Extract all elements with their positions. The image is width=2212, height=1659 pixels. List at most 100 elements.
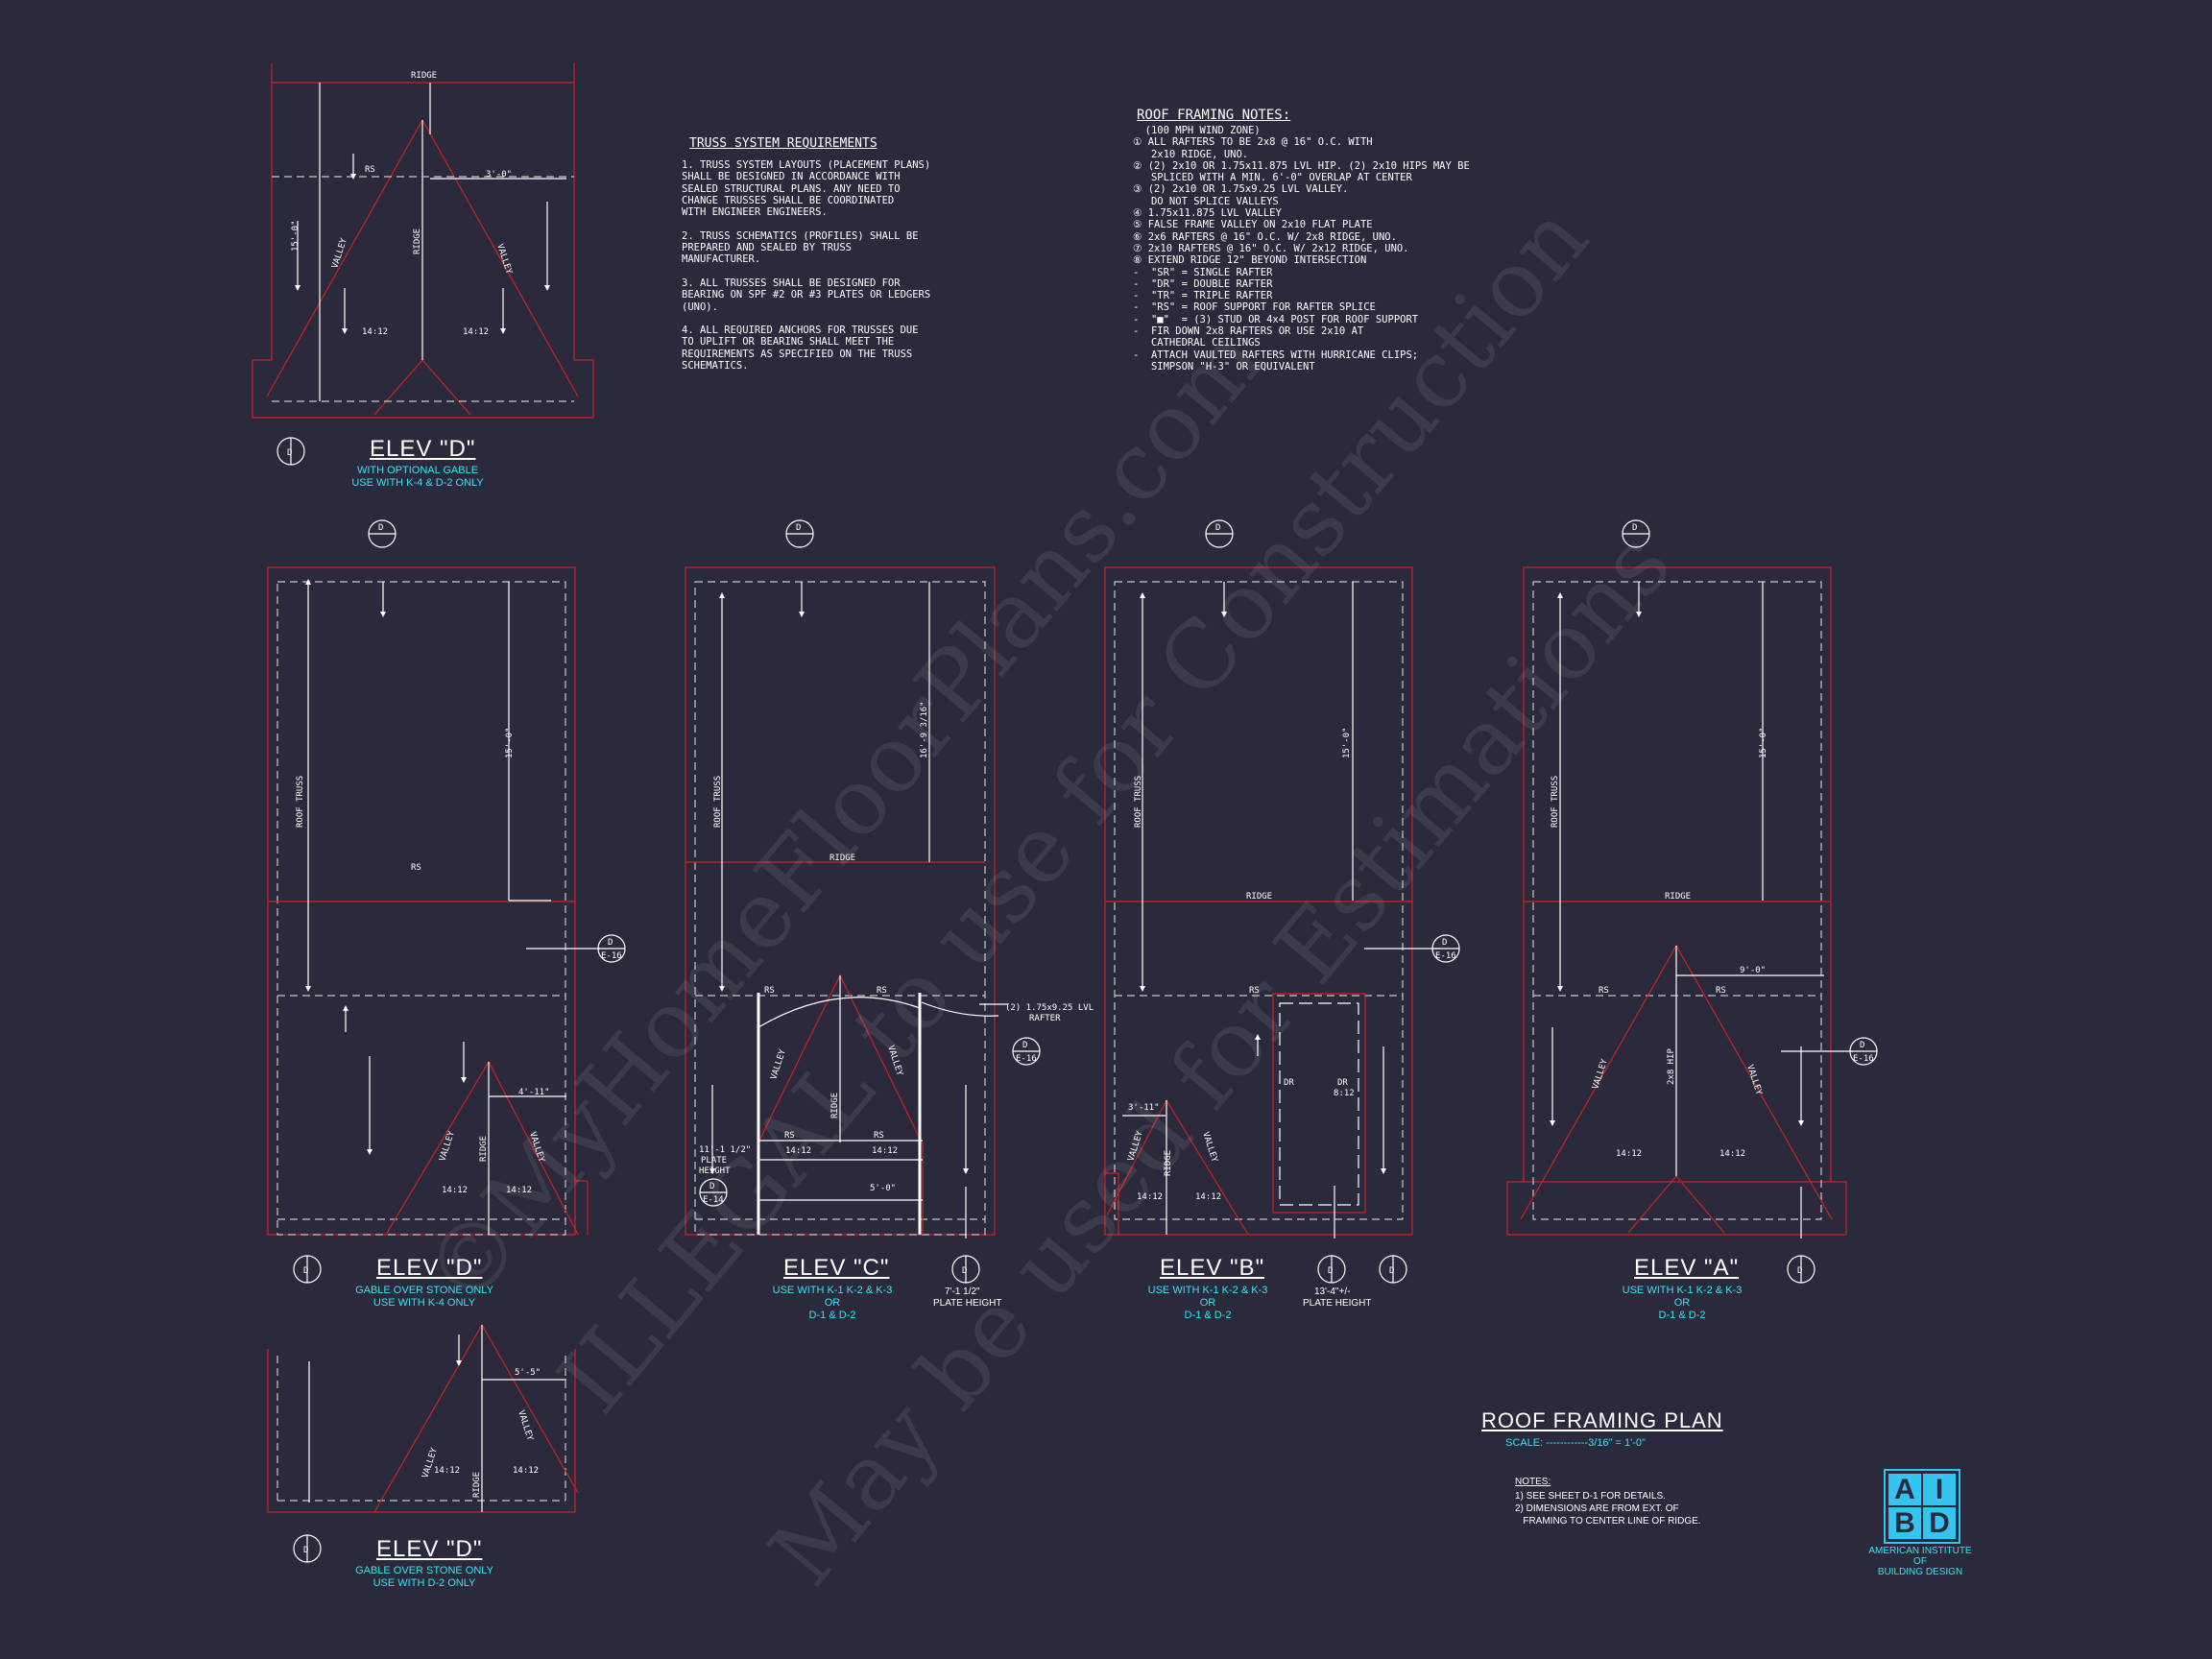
svg-text:5'-5": 5'-5" [515, 1368, 541, 1378]
roof-framing-note-line: ④ 1.75x11.875 LVL VALLEY [1133, 207, 1282, 220]
plan-note-2: 2) DIMENSIONS ARE FROM EXT. OF [1515, 1503, 1679, 1514]
svg-text:14:12: 14:12 [1616, 1149, 1642, 1159]
svg-text:8:12: 8:12 [1334, 1089, 1355, 1098]
roof-framing-note-line: (100 MPH WIND ZONE) [1133, 125, 1261, 136]
svg-text:3'-0": 3'-0" [486, 170, 512, 180]
roof-framing-note-line: ⑥ 2x6 RAFTERS @ 16" O.C. W/ 2x8 RIDGE, U… [1133, 230, 1397, 243]
svg-text:D: D [1797, 1266, 1802, 1276]
roof-framing-note-line: - "SR" = SINGLE RAFTER [1133, 266, 1273, 278]
truss-requirements-body: 1. TRUSS SYSTEM LAYOUTS (PLACEMENT PLANS… [682, 159, 930, 372]
roof-framing-note-line: ② (2) 2x10 OR 1.75x11.875 LVL HIP. (2) 2… [1133, 159, 1470, 172]
truss-requirement-line: SHALL BE DESIGNED IN ACCORDANCE WITH [682, 171, 901, 183]
svg-text:2x8 HIP: 2x8 HIP [1667, 1047, 1676, 1085]
svg-text:14:12: 14:12 [434, 1466, 460, 1476]
svg-text:RIDGE: RIDGE [830, 854, 855, 863]
svg-text:15'-0": 15'-0" [1759, 727, 1768, 758]
svg-text:D: D [1860, 1041, 1864, 1050]
roof-framing-plan-scale: SCALE: ------------3/16" = 1'-0" [1505, 1437, 1646, 1449]
plan-note-3: FRAMING TO CENTER LINE OF RIDGE. [1515, 1516, 1701, 1527]
truss-requirement-line: SCHEMATICS. [682, 360, 749, 373]
elev-d-bottom-sub2: USE WITH D-2 ONLY [373, 1577, 476, 1589]
svg-text:14:12: 14:12 [1137, 1192, 1163, 1202]
elev-c-title: ELEV "C" [783, 1255, 890, 1281]
svg-text:14:12: 14:12 [1719, 1149, 1745, 1159]
roof-framing-note-line: CATHEDRAL CEILINGS [1133, 337, 1261, 349]
truss-requirement-line: TO UPLIFT OR BEARING SHALL MEET THE [682, 336, 895, 349]
svg-text:RS: RS [877, 986, 887, 996]
roof-framing-note-line: 2x10 RIDGE, UNO. [1133, 148, 1249, 160]
roof-framing-note-line: ⑧ EXTEND RIDGE 12" BEYOND INTERSECTION [1133, 254, 1367, 267]
logo-letter-d: D [1923, 1507, 1956, 1539]
roof-framing-note-line: - "TR" = TRIPLE RAFTER [1133, 290, 1273, 302]
logo-letter-b: B [1888, 1507, 1921, 1539]
svg-text:15'-0": 15'-0" [1342, 727, 1352, 758]
svg-text:VALLEY: VALLEY [516, 1409, 535, 1443]
svg-text:4'-11": 4'-11" [518, 1088, 550, 1097]
svg-text:D: D [1389, 1266, 1394, 1276]
elev-c-sub2: OR [824, 1297, 841, 1309]
roof-framing-note-line: ③ (2) 2x10 OR 1.75x9.25 LVL VALLEY. [1133, 183, 1349, 196]
svg-text:HEIGHT: HEIGHT [699, 1166, 731, 1176]
svg-text:D: D [303, 1546, 308, 1555]
svg-text:RIDGE: RIDGE [1246, 892, 1272, 902]
svg-text:RS: RS [1716, 986, 1726, 996]
svg-text:D: D [287, 448, 292, 458]
svg-text:ROOF TRUSS: ROOF TRUSS [296, 776, 305, 828]
svg-text:DR: DR [1337, 1078, 1348, 1088]
svg-text:ROOF TRUSS: ROOF TRUSS [1134, 776, 1143, 828]
svg-text:14:12: 14:12 [506, 1186, 532, 1195]
roof-framing-note-line: - "■" = (3) STUD OR 4x4 POST FOR ROOF SU… [1133, 313, 1419, 325]
svg-text:VALLEY: VALLEY [494, 243, 514, 276]
truss-requirement-line: PREPARED AND SEALED BY TRUSS [682, 242, 853, 254]
svg-text:16'-9 3/16": 16'-9 3/16" [920, 701, 929, 758]
elev-b-plate-dim: 13'-4"+/- [1314, 1286, 1351, 1297]
truss-requirement-line: REQUIREMENTS AS SPECIFIED ON THE TRUSS [682, 348, 913, 360]
roof-framing-note-line: - ATTACH VAULTED RAFTERS WITH HURRICANE … [1133, 349, 1419, 361]
svg-text:D: D [1328, 1266, 1333, 1276]
svg-text:D: D [378, 523, 383, 533]
truss-requirement-line: 3. ALL TRUSSES SHALL BE DESIGNED FOR [682, 276, 901, 289]
elev-b-plan [1104, 566, 1440, 1238]
elev-b-sub2: OR [1199, 1297, 1216, 1309]
truss-requirement-line: WITH ENGINEER ENGINEERS. [682, 206, 828, 219]
svg-text:D: D [303, 1266, 308, 1276]
elev-a-sub2: OR [1673, 1297, 1691, 1309]
elev-d-bottom-title: ELEV "D" [376, 1536, 483, 1562]
svg-text:VALLEY: VALLEY [438, 1129, 457, 1163]
truss-requirement-line: 1. TRUSS SYSTEM LAYOUTS (PLACEMENT PLANS… [682, 159, 931, 171]
roof-framing-note-line: SPLICED WITH A MIN. 6'-0" OVERLAP AT CEN… [1133, 172, 1412, 184]
svg-text:14:12: 14:12 [463, 327, 489, 337]
roof-framing-notes-heading: ROOF FRAMING NOTES: [1137, 108, 1291, 123]
elev-d-top-title: ELEV "D" [370, 436, 476, 462]
roof-framing-note-line: - "DR" = DOUBLE RAFTER [1133, 277, 1273, 290]
svg-text:15'-0": 15'-0" [505, 727, 515, 758]
svg-text:D: D [962, 1266, 967, 1276]
svg-text:PLATE: PLATE [701, 1156, 727, 1166]
aibd-logo: A I B D [1884, 1469, 1960, 1544]
roof-framing-plan-title: ROOF FRAMING PLAN [1481, 1408, 1723, 1432]
elev-c-sub3: D-1 & D-2 [808, 1310, 856, 1321]
roof-framing-notes-body: (100 MPH WIND ZONE)① ALL RAFTERS TO BE 2… [1133, 125, 1470, 373]
svg-text:E-14: E-14 [703, 1195, 724, 1205]
svg-text:D: D [608, 938, 613, 948]
svg-text:14:12: 14:12 [872, 1146, 898, 1156]
truss-requirement-line: 4. ALL REQUIRED ANCHORS FOR TRUSSES DUE [682, 325, 919, 337]
svg-text:E-16: E-16 [601, 951, 622, 961]
elev-c-plan [685, 566, 1008, 1238]
svg-text:9'-0": 9'-0" [1740, 966, 1766, 975]
truss-requirement-line: MANUFACTURER. [682, 253, 761, 266]
truss-requirement-line: 2. TRUSS SCHEMATICS (PROFILES) SHALL BE [682, 229, 919, 242]
svg-text:14:12: 14:12 [1195, 1192, 1221, 1202]
svg-text:ROOF TRUSS: ROOF TRUSS [1551, 776, 1560, 828]
logo-letter-i: I [1923, 1474, 1956, 1505]
truss-requirement-line [682, 218, 930, 229]
svg-text:DR: DR [1284, 1078, 1294, 1088]
roof-framing-note-line: - FIR DOWN 2x8 RAFTERS OR USE 2x10 AT [1133, 325, 1364, 338]
section-tags [276, 437, 1878, 1563]
svg-text:5'-0": 5'-0" [870, 1184, 896, 1193]
svg-text:RIDGE: RIDGE [411, 71, 437, 81]
svg-text:E-16: E-16 [1016, 1054, 1037, 1064]
roof-framing-note-line: ⑤ FALSE FRAME VALLEY ON 2x10 FLAT PLATE [1133, 219, 1373, 231]
plan-note-1: 1) SEE SHEET D-1 FOR DETAILS. [1515, 1491, 1666, 1502]
truss-requirement-line [682, 313, 930, 325]
